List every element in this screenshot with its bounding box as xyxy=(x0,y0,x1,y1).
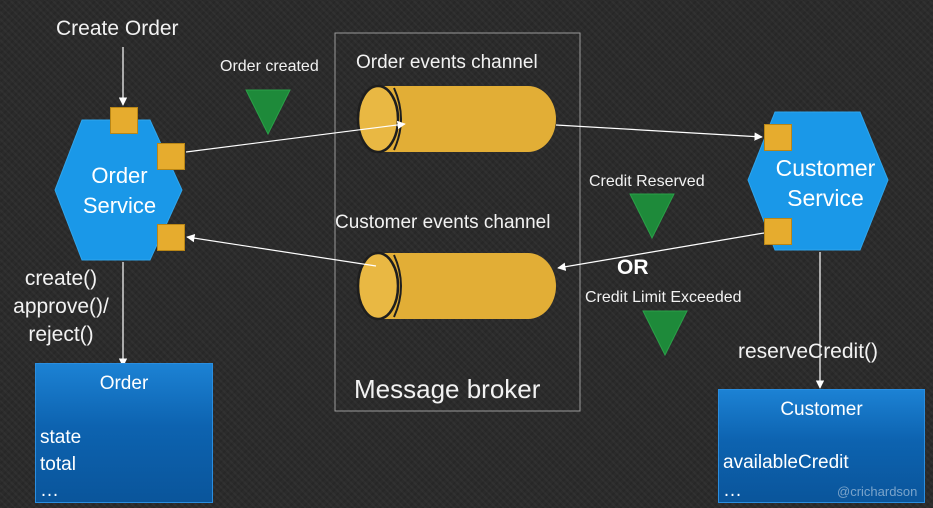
customer-events-channel xyxy=(356,251,556,321)
channel-to-order-arrow xyxy=(186,233,377,267)
or-label: OR xyxy=(617,256,649,279)
order-method: reject() xyxy=(28,323,94,346)
order-methods-list: create() approve()/ reject() xyxy=(0,265,124,349)
order-service-label: Order Service xyxy=(82,163,157,218)
create-order-label: Create Order xyxy=(56,17,179,40)
order-entity-field: total xyxy=(40,454,76,475)
credit-reserved-label: Credit Reserved xyxy=(589,173,705,190)
credit-limit-exceeded-event-icon xyxy=(642,310,688,357)
order-service-hexagon xyxy=(54,119,183,261)
message-broker-label: Message broker xyxy=(354,374,541,404)
customer-service-subscribe-port xyxy=(764,124,792,151)
channel-to-customer-arrow xyxy=(555,124,763,141)
order-entity-field: state xyxy=(40,427,82,448)
order-service-subscribe-port xyxy=(157,224,185,251)
customer-entity-field: … xyxy=(723,480,742,501)
credit-limit-exceeded-label: Credit Limit Exceeded xyxy=(585,289,742,306)
credit-reserved-event-icon xyxy=(629,193,675,240)
order-created-event-icon xyxy=(245,89,291,136)
customer-to-channel-arrow xyxy=(557,232,765,271)
customer-service-publish-port xyxy=(764,218,792,245)
message-broker-box xyxy=(334,32,581,412)
order-events-channel xyxy=(356,84,556,154)
order-created-label: Order created xyxy=(220,58,319,75)
order-entity-title: Order xyxy=(99,373,149,394)
customer-entity-box: Customer availableCredit … @crichardson xyxy=(718,389,925,503)
order-service-command-port xyxy=(110,107,138,134)
customer-events-channel-label: Customer events channel xyxy=(335,212,551,233)
order-method: create() xyxy=(24,267,98,290)
watermark: @crichardson xyxy=(837,484,918,499)
order-entity-box: Order state total … xyxy=(35,363,213,503)
reserve-credit-label: reserveCredit() xyxy=(738,340,879,363)
order-service-publish-port xyxy=(157,143,185,170)
order-to-channel-arrow xyxy=(185,120,406,153)
customer-entity-field: availableCredit xyxy=(723,452,849,473)
order-method: approve()/ xyxy=(13,295,109,318)
order-events-channel-label: Order events channel xyxy=(356,52,538,73)
customer-entity-title: Customer xyxy=(780,399,863,420)
customer-service-label: Customer Service xyxy=(775,155,876,211)
order-entity-field: … xyxy=(40,480,59,501)
